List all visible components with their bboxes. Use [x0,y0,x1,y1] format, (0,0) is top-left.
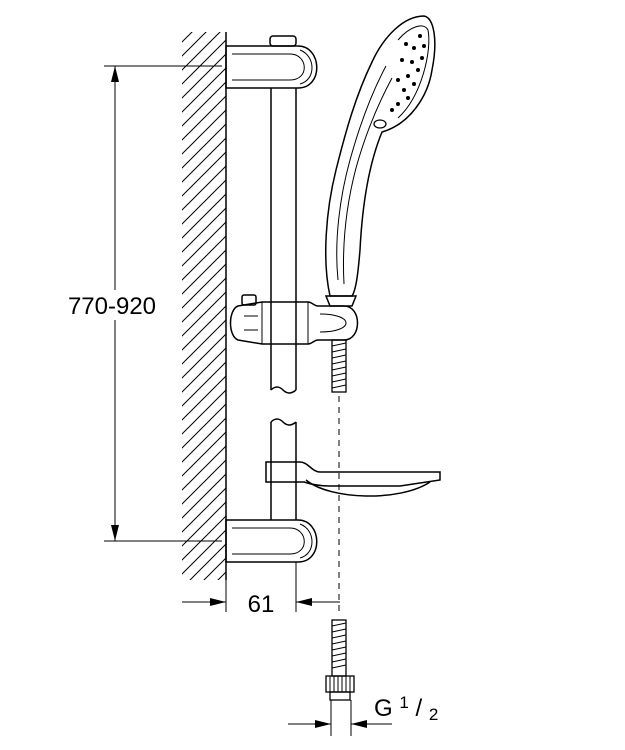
arrowhead-top [111,66,119,82]
wall-hatching [182,32,226,580]
rail-upper [270,88,297,394]
bottom-wall-bracket [225,519,318,563]
shower-hose [331,339,347,677]
height-dimension: 770-920 [56,65,222,542]
arrowhead-bottom [111,525,119,541]
top-wall-bracket [225,35,318,89]
rail-lower [270,418,297,520]
height-range-label: 770-920 [68,293,156,320]
spray-nozzles [390,34,426,112]
hose-connection-nut [325,675,355,736]
wall-offset-label: 61 [248,591,275,618]
wall-offset-dimension: 61 [182,562,340,618]
wall [182,32,227,580]
hand-shower [324,15,436,307]
slider-holder [229,294,359,345]
thread-size-label: G 1 / 2 [374,687,438,724]
soap-dish [265,461,441,497]
thread-size-dimension: G 1 / 2 [288,687,438,728]
